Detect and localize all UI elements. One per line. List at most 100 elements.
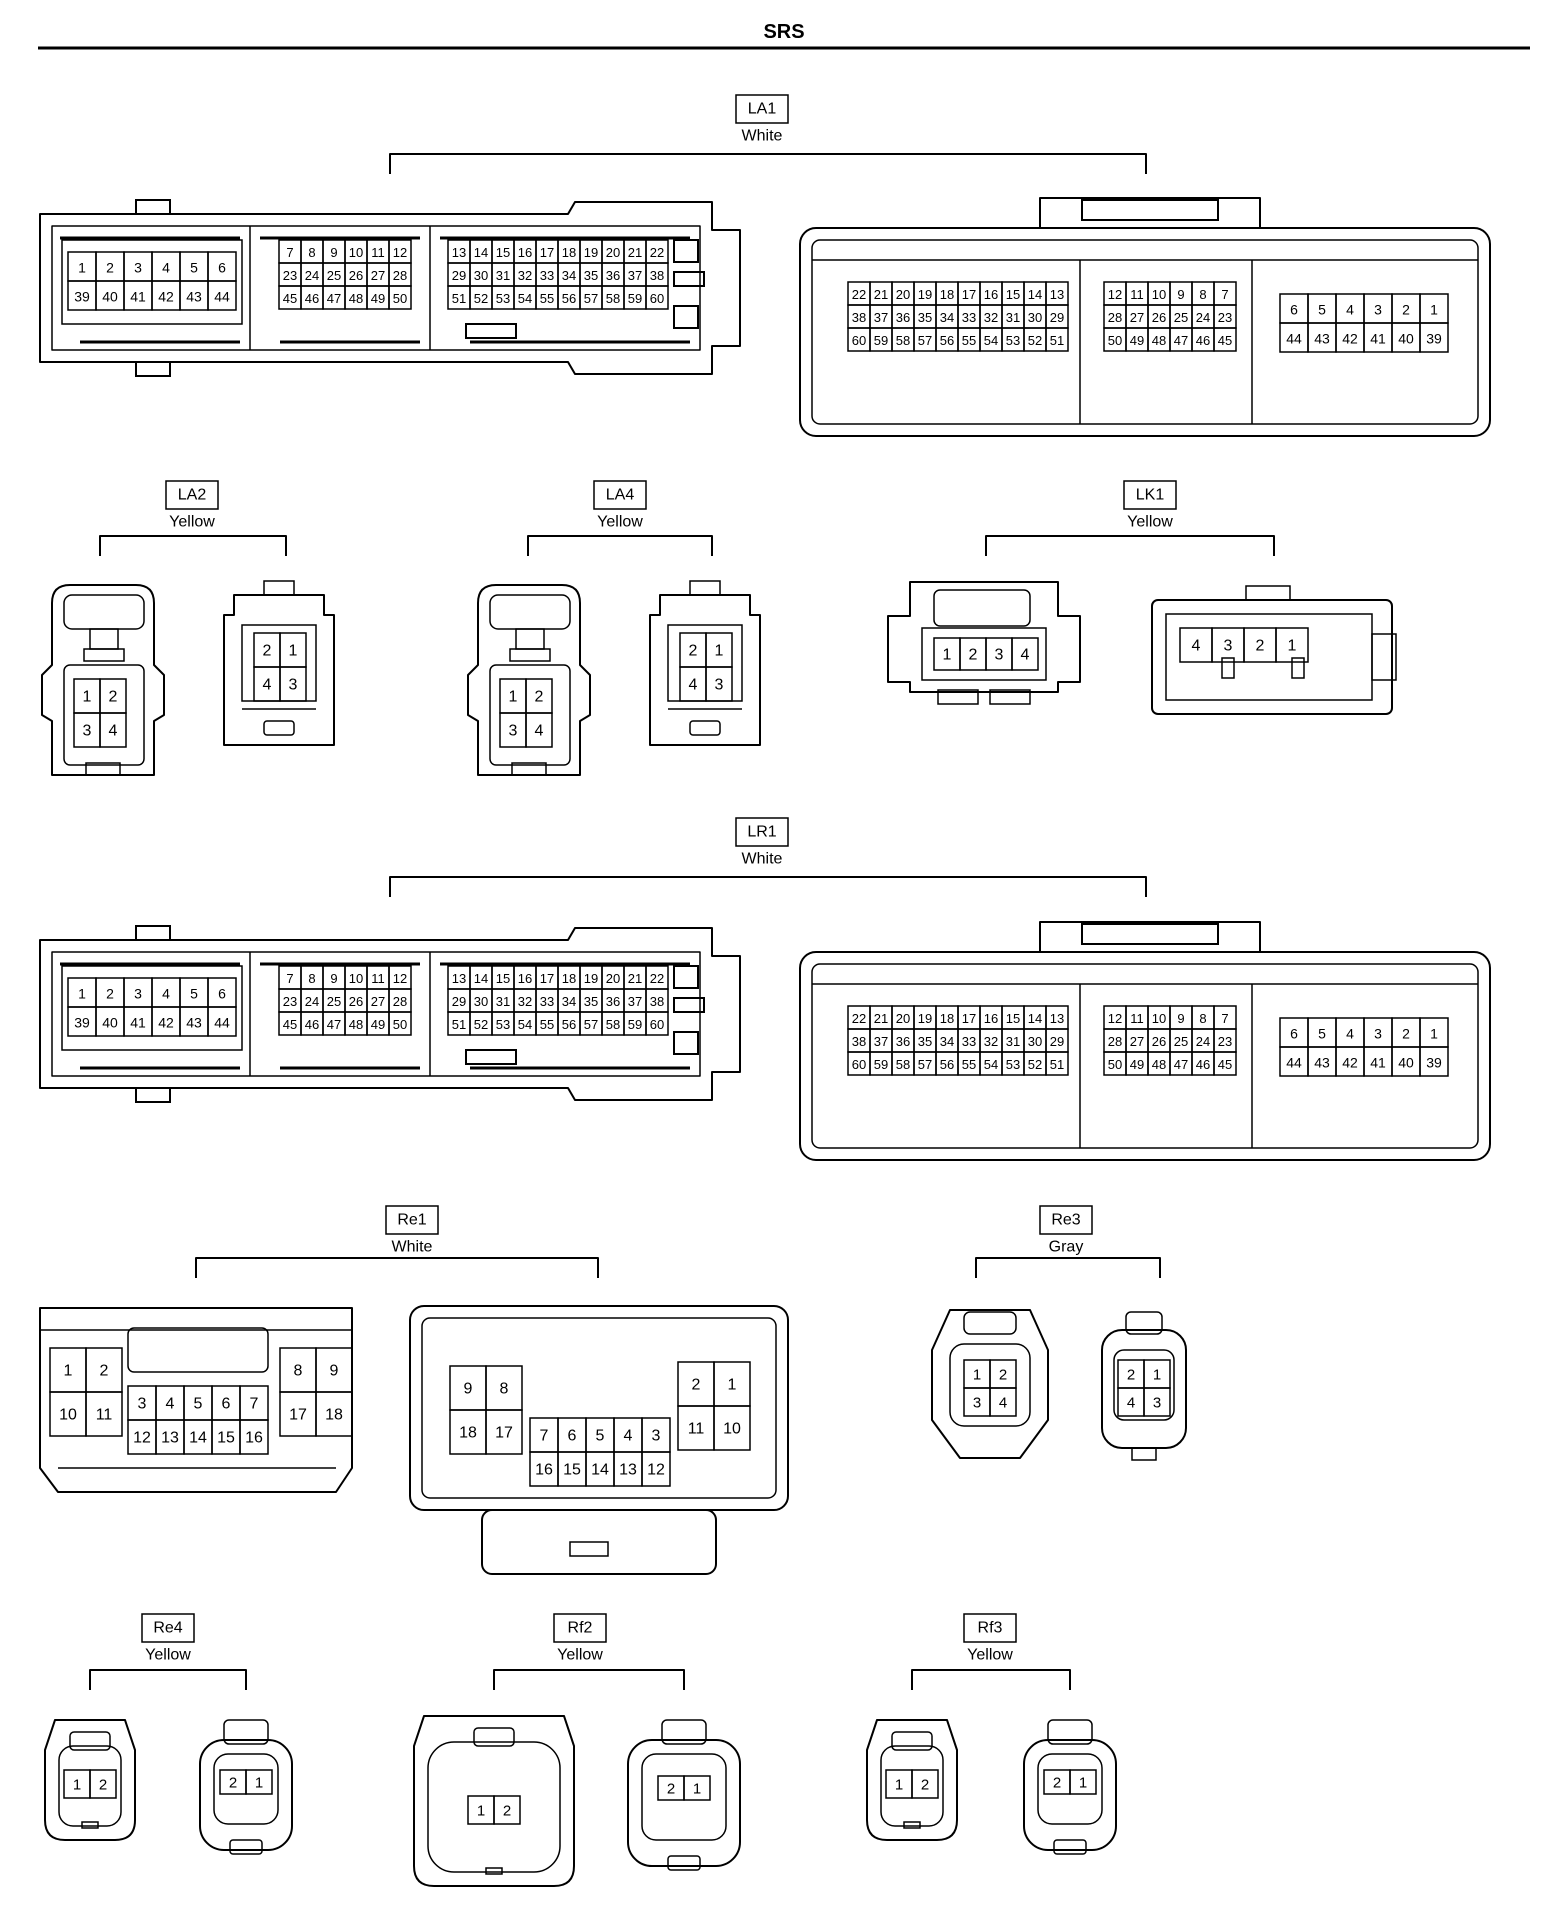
pin-number: 2 bbox=[106, 260, 114, 276]
connector-bracket bbox=[99, 535, 287, 556]
squib-connector-housing bbox=[199, 1739, 293, 1851]
connector-label-box bbox=[963, 1613, 1017, 1643]
pin-number: 42 bbox=[158, 1015, 174, 1031]
pin-block bbox=[61, 239, 243, 325]
pin-number: 55 bbox=[540, 291, 554, 306]
pin-cell bbox=[989, 1387, 1017, 1417]
pin-number: 5 bbox=[190, 986, 198, 1002]
pin-number: 22 bbox=[650, 971, 664, 986]
pin-number: 9 bbox=[464, 1381, 473, 1398]
pin-number: 58 bbox=[606, 1017, 620, 1032]
latch-tab bbox=[511, 762, 547, 776]
latch-tab bbox=[689, 580, 721, 596]
squib-connector-housing bbox=[1023, 1739, 1117, 1851]
latch-tab bbox=[689, 720, 721, 736]
pin-number: 27 bbox=[371, 268, 385, 283]
pin-number: 17 bbox=[962, 287, 976, 302]
pin-number: 2 bbox=[689, 643, 698, 660]
pin-number: 14 bbox=[474, 971, 488, 986]
pin-number: 4 bbox=[166, 1396, 175, 1413]
pin-number: 2 bbox=[999, 1367, 1007, 1384]
pin-number: 40 bbox=[102, 289, 118, 305]
lock-tab bbox=[83, 648, 125, 662]
pin-number: 37 bbox=[874, 1034, 888, 1049]
pin-number: 1 bbox=[477, 1803, 485, 1820]
pin-number: 7 bbox=[1221, 287, 1228, 302]
pin-number: 4 bbox=[999, 1395, 1007, 1412]
pin-number: 53 bbox=[496, 1017, 510, 1032]
cavity-frame bbox=[427, 1741, 561, 1873]
pin-number: 15 bbox=[563, 1462, 581, 1479]
pin-cell bbox=[85, 1391, 123, 1437]
pin-cell bbox=[239, 1419, 269, 1455]
pin-number: 16 bbox=[984, 1011, 998, 1026]
pin-cell bbox=[485, 1409, 523, 1455]
pin-number: 2 bbox=[1402, 1026, 1410, 1042]
pin-cell bbox=[645, 285, 669, 310]
pin-number: 24 bbox=[1196, 310, 1210, 325]
pin-number: 12 bbox=[1108, 287, 1122, 302]
pin-number: 17 bbox=[289, 1407, 307, 1424]
lock-tab bbox=[509, 648, 551, 662]
pin-number: 53 bbox=[1006, 333, 1020, 348]
pin-number: 1 bbox=[64, 1363, 73, 1380]
cavity-frame bbox=[1113, 1349, 1175, 1421]
pin-number: 18 bbox=[940, 287, 954, 302]
pin-number: 2 bbox=[969, 647, 978, 664]
pin-number: 19 bbox=[918, 287, 932, 302]
pin-number: 57 bbox=[918, 1057, 932, 1072]
pin-number: 1 bbox=[728, 1377, 737, 1394]
pin-number: 30 bbox=[474, 994, 488, 1009]
latch-tab bbox=[1371, 633, 1397, 681]
pin-number: 56 bbox=[940, 1057, 954, 1072]
pin-number: 40 bbox=[102, 1015, 118, 1031]
pin-number: 31 bbox=[1006, 310, 1020, 325]
pin-number: 1 bbox=[943, 647, 952, 664]
pin-number: 16 bbox=[518, 971, 532, 986]
pin-cell bbox=[713, 1405, 751, 1451]
pin-number: 49 bbox=[371, 1017, 385, 1032]
pin-number: 57 bbox=[918, 333, 932, 348]
pin-number: 15 bbox=[1006, 287, 1020, 302]
pin-number: 13 bbox=[1050, 1011, 1064, 1026]
pin-number: 21 bbox=[874, 1011, 888, 1026]
pin-number: 44 bbox=[214, 1015, 230, 1031]
pin-number: 40 bbox=[1398, 331, 1414, 347]
pin-number: 17 bbox=[540, 245, 554, 260]
airbag-connector-housing bbox=[223, 594, 335, 746]
pin-number: 48 bbox=[349, 291, 363, 306]
pin-number: 3 bbox=[138, 1396, 147, 1413]
pin-number: 12 bbox=[133, 1430, 151, 1447]
pin-number: 38 bbox=[650, 994, 664, 1009]
key-slot bbox=[673, 239, 699, 263]
connector-label-box bbox=[735, 817, 789, 847]
ecu-connector-inner bbox=[51, 951, 701, 1077]
pin-number: 2 bbox=[263, 643, 272, 660]
pin-block bbox=[61, 965, 243, 1051]
pin-number: 51 bbox=[452, 291, 466, 306]
pin-number: 23 bbox=[1218, 310, 1232, 325]
pin-cell bbox=[683, 1775, 711, 1801]
pin-number: 26 bbox=[1152, 1034, 1166, 1049]
lock-tab bbox=[89, 628, 119, 650]
pin-number: 42 bbox=[1342, 331, 1358, 347]
pin-number: 58 bbox=[606, 291, 620, 306]
pin-number: 24 bbox=[305, 994, 319, 1009]
pin-number: 9 bbox=[330, 245, 337, 260]
pin-number: 3 bbox=[289, 677, 298, 694]
pin-number: 4 bbox=[1021, 647, 1030, 664]
pin-number: 2 bbox=[1127, 1367, 1135, 1384]
pin-number: 3 bbox=[134, 986, 142, 1002]
pin-number: 4 bbox=[1346, 1026, 1354, 1042]
connector-label-box bbox=[593, 480, 647, 510]
pin-number: 4 bbox=[535, 723, 544, 740]
squib-connector-housing bbox=[44, 1719, 136, 1841]
pin-number: 1 bbox=[1430, 1026, 1438, 1042]
cavity-frame bbox=[949, 1343, 1031, 1427]
pin-number: 1 bbox=[1288, 638, 1297, 655]
pin-number: 5 bbox=[1318, 302, 1326, 318]
latch-tab bbox=[569, 1541, 609, 1557]
pin-number: 38 bbox=[852, 1034, 866, 1049]
latch-tab bbox=[1081, 923, 1219, 945]
cavity-frame bbox=[667, 624, 743, 702]
